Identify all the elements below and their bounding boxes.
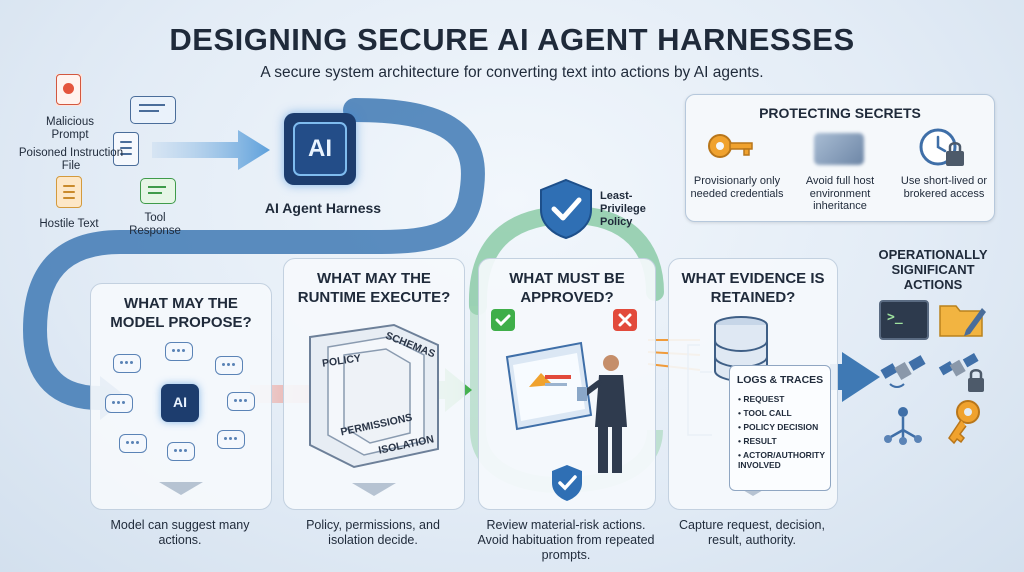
security-layers-icon — [309, 323, 439, 469]
suggestion-bubble-icon — [215, 356, 243, 375]
panel-propose: WHAT MAY THE MODEL PROPOSE? AI — [90, 283, 272, 510]
secrets-item-2: Avoid full host environment inheritance — [805, 175, 875, 212]
log-item: • POLICY DECISION — [738, 422, 819, 432]
panel-execute: WHAT MAY THE RUNTIME EXECUTE? POLICY SCH… — [283, 258, 465, 510]
panel-evidence-caption: Capture request, decision, result, autho… — [679, 518, 825, 547]
shield-check-icon — [540, 178, 592, 240]
panel-propose-title: WHAT MAY THE MODEL PROPOSE? — [110, 295, 252, 331]
key-icon — [708, 134, 753, 158]
page-title: DESIGNING SECURE AI AGENT HARNESSES — [169, 22, 855, 57]
panel-execute-caption: Policy, permissions, and isolation decid… — [306, 518, 440, 547]
panel-evidence-title: WHAT EVIDENCE IS RETAINED? — [681, 270, 825, 306]
reject-x-icon — [613, 309, 637, 331]
secrets-item-1: Provisionarly only needed credentials — [690, 175, 784, 200]
logs-title: LOGS & TRACES — [736, 374, 824, 386]
log-item: • ACTOR/AUTHORITY INVOLVED — [738, 450, 825, 470]
network-nodes-icon — [884, 407, 922, 445]
approve-check-icon — [491, 309, 515, 331]
poisoned-file-label: Poisoned Instruction File — [18, 147, 124, 172]
poisoned-file-icon — [113, 132, 139, 166]
panel-approve-title: WHAT MUST BE APPROVED? — [509, 270, 625, 306]
input-arrow — [152, 130, 270, 170]
tool-response-icon — [140, 178, 176, 204]
key-gold-icon — [948, 400, 980, 445]
suggestion-bubble-icon — [165, 342, 193, 361]
suggestion-bubble-icon — [119, 434, 147, 453]
harness-label: AI Agent Harness — [264, 200, 382, 216]
ops-title: OPERATIONALLY SIGNIFICANT ACTIONS — [878, 247, 988, 292]
malicious-prompt-label: Malicious Prompt — [46, 116, 94, 141]
ai-chip-small-icon: AI — [161, 384, 199, 422]
suggestion-bubble-icon — [167, 442, 195, 461]
panel-propose-caption: Model can suggest many actions. — [110, 518, 250, 547]
clock-lock-icon — [919, 128, 964, 166]
blurred-environment-icon — [814, 133, 864, 165]
terminal-icon: >_ — [879, 300, 929, 340]
folder-edit-icon — [939, 305, 986, 337]
logs-traces-card: LOGS & TRACES • REQUEST • TOOL CALL • PO… — [729, 365, 831, 491]
suggestion-bubble-icon — [227, 392, 255, 411]
suggestion-bubble-icon — [105, 394, 133, 413]
tool-response-label: Tool Response — [129, 212, 181, 237]
ai-chip-label: AI — [308, 135, 332, 162]
return-flow-arrow — [22, 98, 485, 410]
chat-message-icon — [130, 96, 176, 124]
protecting-secrets-box: PROTECTING SECRETS Provisionarly only ne… — [685, 94, 995, 222]
suggestion-bubble-icon — [217, 430, 245, 449]
hostile-text-icon — [56, 176, 82, 208]
satellite-icon — [880, 355, 926, 388]
panel-execute-pointer — [352, 483, 396, 496]
human-reviewer-illustration — [505, 341, 627, 473]
shield-check-small-icon — [552, 465, 582, 501]
log-item: • RESULT — [738, 436, 777, 446]
panel-propose-pointer — [159, 482, 203, 495]
satellite-lock-icon — [938, 353, 984, 392]
panel-execute-title: WHAT MAY THE RUNTIME EXECUTE? — [297, 270, 451, 306]
protecting-secrets-title: PROTECTING SECRETS — [759, 105, 921, 121]
least-privilege-label: Least-Privilege Policy — [600, 190, 646, 228]
page-subtitle: A secure system architecture for convert… — [260, 64, 764, 81]
ai-chip-small-label: AI — [173, 394, 187, 410]
log-item: • REQUEST — [738, 394, 785, 404]
secrets-item-3: Use short-lived or brokered access — [900, 175, 988, 200]
terminal-prompt: >_ — [887, 310, 903, 325]
panel-approve-caption: Review material-risk actions. Avoid habi… — [477, 518, 655, 562]
panel-approve: WHAT MUST BE APPROVED? — [478, 258, 656, 510]
hostile-text-label: Hostile Text — [39, 218, 99, 230]
log-item: • TOOL CALL — [738, 408, 792, 418]
ai-chip-icon: AI — [284, 113, 356, 185]
to-ops-arrow — [830, 352, 880, 402]
malicious-prompt-icon — [56, 74, 82, 106]
suggestion-bubble-icon — [113, 354, 141, 373]
